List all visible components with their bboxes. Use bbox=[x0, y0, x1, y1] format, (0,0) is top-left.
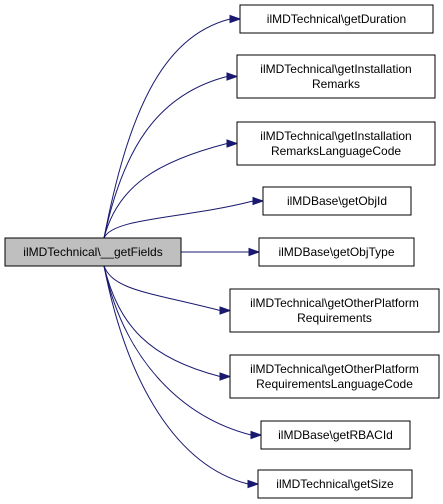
target-node-t7-label-line-2: RequirementsLanguageCode bbox=[256, 377, 413, 391]
arrowhead-t6 bbox=[219, 306, 232, 315]
target-node-t8-label-line-1: ilMDBase\getRBACId bbox=[278, 428, 393, 442]
target-node-t3[interactable]: ilMDTechnical\getInstallationRemarksLang… bbox=[236, 121, 436, 166]
target-node-t6-label-line-1: ilMDTechnical\getOtherPlatform bbox=[250, 296, 419, 310]
target-node-t6-label-line-2: Requirements bbox=[297, 311, 372, 325]
target-node-t8[interactable]: ilMDBase\getRBACId bbox=[260, 420, 411, 450]
target-node-t3-box[interactable] bbox=[236, 121, 436, 166]
arrowhead-t7 bbox=[219, 372, 232, 381]
target-node-t4-box[interactable] bbox=[262, 186, 412, 216]
source-node-box[interactable] bbox=[4, 237, 182, 267]
edge-to-t4 bbox=[103, 200, 254, 239]
target-node-t8-box[interactable] bbox=[260, 420, 411, 450]
arrowhead-t1 bbox=[229, 14, 242, 24]
target-node-t9-box[interactable] bbox=[257, 469, 413, 499]
target-node-t2-label-line-1: ilMDTechnical\getInstallation bbox=[260, 62, 411, 76]
target-node-t2-box[interactable] bbox=[236, 54, 436, 99]
target-node-t6[interactable]: ilMDTechnical\getOtherPlatformRequiremen… bbox=[229, 288, 440, 333]
target-node-t3-label-line-1: ilMDTechnical\getInstallation bbox=[260, 129, 411, 143]
target-node-t2-label-line-2: Remarks bbox=[312, 77, 360, 91]
arrowhead-t3 bbox=[226, 139, 239, 148]
source-node[interactable]: ilMDTechnical\__getFields bbox=[4, 237, 182, 267]
target-node-t1-box[interactable] bbox=[239, 4, 434, 34]
arrowhead-t4 bbox=[252, 196, 265, 206]
edge-to-t3 bbox=[103, 143, 228, 239]
target-node-t7-label-line-1: ilMDTechnical\getOtherPlatform bbox=[250, 362, 419, 376]
target-node-t7-box[interactable] bbox=[229, 354, 440, 399]
edge-to-t1 bbox=[103, 18, 231, 239]
arrowhead-t8 bbox=[250, 430, 263, 440]
edge-to-t7 bbox=[103, 265, 221, 377]
target-node-t5-box[interactable] bbox=[258, 237, 415, 267]
edge-to-t8 bbox=[103, 265, 252, 436]
arrowhead-t2 bbox=[226, 72, 239, 81]
edge-to-t6 bbox=[103, 265, 221, 311]
target-node-t5[interactable]: ilMDBase\getObjType bbox=[258, 237, 415, 267]
edge-to-t2 bbox=[103, 76, 228, 239]
arrowhead-t5 bbox=[248, 247, 261, 257]
target-node-t5-label-line-1: ilMDBase\getObjType bbox=[278, 245, 394, 259]
target-node-t1-label-line-1: ilMDTechnical\getDuration bbox=[267, 12, 406, 26]
target-node-t4[interactable]: ilMDBase\getObjId bbox=[262, 186, 412, 216]
target-node-t4-label-line-1: ilMDBase\getObjId bbox=[287, 194, 387, 208]
arrowhead-t9 bbox=[247, 479, 260, 489]
target-node-t9[interactable]: ilMDTechnical\getSize bbox=[257, 469, 413, 499]
source-node-label-line-1: ilMDTechnical\__getFields bbox=[23, 245, 162, 259]
target-node-t7[interactable]: ilMDTechnical\getOtherPlatformRequiremen… bbox=[229, 354, 440, 399]
call-nodes: ilMDTechnical\__getFields ilMDTechnical\g… bbox=[4, 4, 440, 499]
target-node-t9-label-line-1: ilMDTechnical\getSize bbox=[276, 477, 394, 491]
target-node-t3-label-line-2: RemarksLanguageCode bbox=[271, 144, 401, 158]
target-node-t1[interactable]: ilMDTechnical\getDuration bbox=[239, 4, 434, 34]
edge-to-t9 bbox=[103, 265, 249, 485]
call-edges bbox=[103, 14, 265, 489]
target-node-t6-box[interactable] bbox=[229, 288, 440, 333]
